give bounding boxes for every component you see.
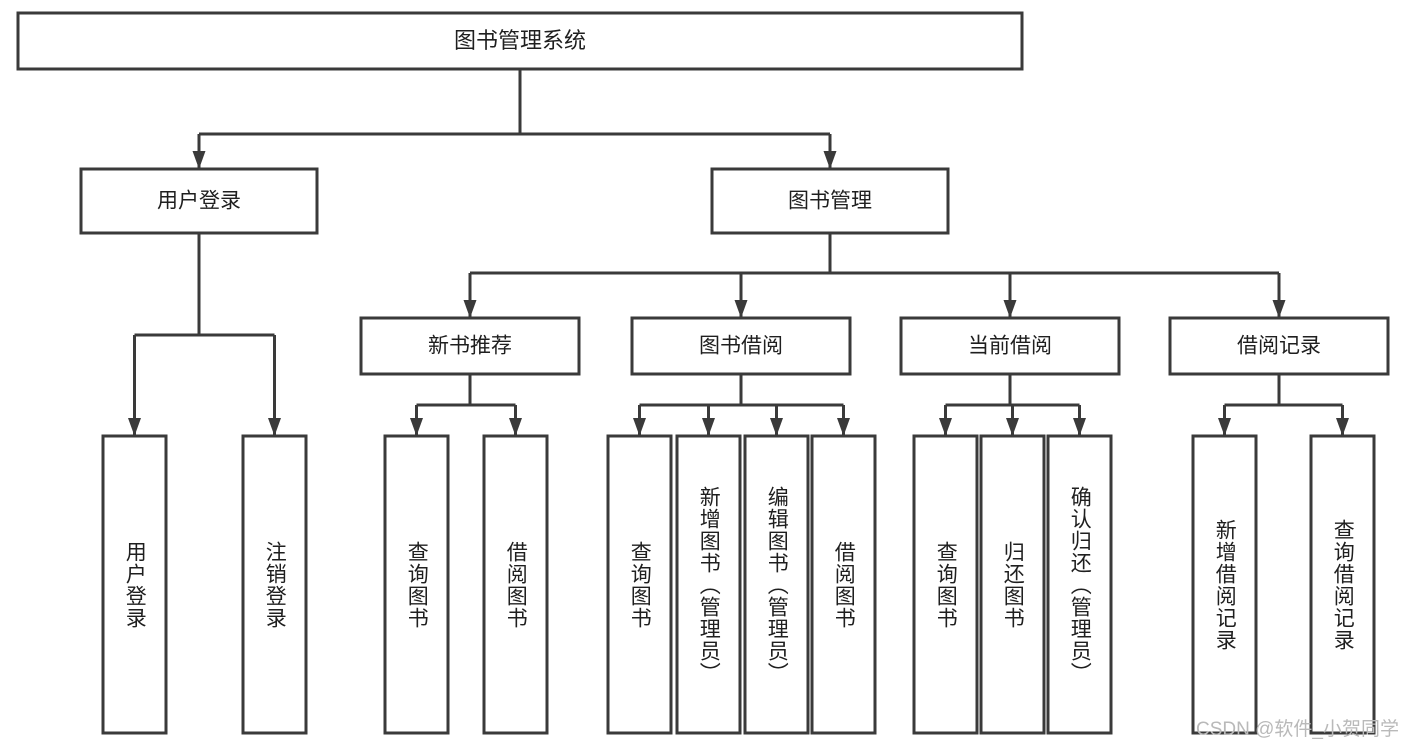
node-box-book-manage[interactable] <box>710 167 950 235</box>
arrow-icon-leaf-cur-query <box>939 418 952 436</box>
node-label-borrow-record: 借阅记录 <box>1237 335 1321 358</box>
arrow-icon-leaf-borrow-lend <box>837 418 850 436</box>
node-box-leaf-rec-query[interactable] <box>383 434 450 735</box>
node-box-leaf-borrow-add[interactable] <box>675 434 742 735</box>
arrow-icon-leaf-cur-confirm <box>1073 418 1086 436</box>
arrow-icon-leaf-user-login <box>128 418 141 436</box>
node-box-new-book-rec[interactable] <box>359 316 581 376</box>
arrow-icon-leaf-borrow-add <box>702 418 715 436</box>
arrow-icon-leaf-rec-query <box>410 418 423 436</box>
arrow-icon-book-borrow <box>734 300 748 318</box>
node-box-leaf-rec-borrow[interactable] <box>482 434 549 735</box>
node-box-current-borrow[interactable] <box>899 316 1121 376</box>
node-box-leaf-cur-confirm[interactable] <box>1046 434 1113 735</box>
node-label-root: 图书管理系统 <box>454 28 586 53</box>
connectors-layer <box>128 69 1349 436</box>
arrow-icon-leaf-rec-search <box>1336 418 1349 436</box>
node-box-leaf-cur-return[interactable] <box>979 434 1046 735</box>
node-box-leaf-cur-query[interactable] <box>912 434 979 735</box>
node-label-current-borrow: 当前借阅 <box>968 335 1052 358</box>
node-box-leaf-rec-search[interactable] <box>1309 434 1376 735</box>
arrow-icon-leaf-borrow-edit <box>770 418 783 436</box>
node-box-book-borrow[interactable] <box>630 316 852 376</box>
node-box-leaf-user-logout[interactable] <box>241 434 308 735</box>
arrow-icon-book-manage <box>823 151 837 169</box>
node-box-leaf-rec-add[interactable] <box>1191 434 1258 735</box>
arrow-icon-leaf-cur-return <box>1006 418 1019 436</box>
node-label-new-book-rec: 新书推荐 <box>428 335 512 358</box>
node-box-leaf-borrow-lend[interactable] <box>810 434 877 735</box>
node-box-root[interactable] <box>16 11 1024 71</box>
arrow-icon-user-login <box>192 151 206 169</box>
node-box-leaf-user-login[interactable] <box>101 434 168 735</box>
arrow-icon-borrow-record <box>1272 300 1286 318</box>
node-label-user-login: 用户登录 <box>157 190 241 213</box>
watermark-text: CSDN @软件_小贺同学 <box>1196 719 1399 740</box>
node-label-book-manage: 图书管理 <box>788 190 872 213</box>
node-box-borrow-record[interactable] <box>1168 316 1390 376</box>
node-box-leaf-borrow-edit[interactable] <box>743 434 810 735</box>
node-label-book-borrow: 图书借阅 <box>699 335 783 358</box>
arrow-icon-leaf-borrow-query <box>633 418 646 436</box>
arrow-icon-current-borrow <box>1003 300 1017 318</box>
arrow-icon-leaf-rec-add <box>1218 418 1231 436</box>
arrow-icon-new-book-rec <box>463 300 477 318</box>
node-box-user-login[interactable] <box>79 167 319 235</box>
node-box-leaf-borrow-query[interactable] <box>606 434 673 735</box>
arrow-icon-leaf-rec-borrow <box>509 418 522 436</box>
arrow-icon-leaf-user-logout <box>268 418 281 436</box>
